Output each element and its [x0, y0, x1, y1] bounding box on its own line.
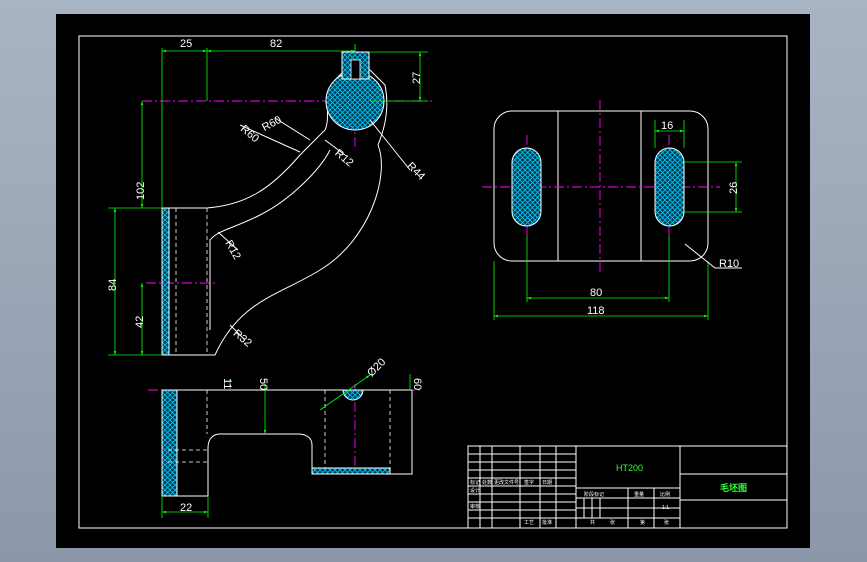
- bottom-view: [148, 374, 420, 518]
- dim-82: 82: [270, 38, 282, 50]
- dim-42: 42: [134, 316, 146, 328]
- tb-right-label-4: 张: [610, 519, 615, 526]
- tb-left-label-8: 批准: [542, 519, 552, 526]
- dim-16: 16: [661, 120, 673, 132]
- side-view: [482, 100, 742, 320]
- base-section: [161, 207, 170, 356]
- dim-60: 60: [411, 378, 423, 390]
- dim-118: 118: [587, 305, 605, 317]
- tb-left-label-7: 工艺: [524, 520, 534, 526]
- scale-value: 1:1: [662, 505, 669, 511]
- tb-right-label-1: 重量: [634, 491, 644, 498]
- front-view: [108, 44, 432, 356]
- bottom-plate-section: [311, 467, 391, 475]
- dim-11: 11: [221, 378, 233, 389]
- tb-left-label-4: 日期: [542, 480, 552, 486]
- dim-84: 84: [107, 279, 119, 291]
- dim-50: 50: [257, 378, 269, 390]
- tb-left-label-3: 签字: [524, 479, 534, 486]
- slot-left: [511, 147, 542, 227]
- dim-26: 26: [728, 182, 740, 194]
- drawing-name: 毛坯图: [720, 482, 747, 493]
- dim-102: 102: [135, 182, 147, 200]
- dim-25: 25: [180, 38, 192, 50]
- dim-22: 22: [180, 502, 192, 514]
- tb-left-label-5: 设计: [470, 487, 480, 494]
- material-label: HT200: [616, 463, 643, 473]
- tb-right-label-3: 共: [590, 519, 595, 526]
- drawing-area: [56, 14, 810, 548]
- dim-27: 27: [411, 72, 423, 84]
- tb-left-label-0: 标记: [470, 479, 480, 486]
- tb-right-label-6: 张: [664, 519, 669, 526]
- tb-left-label-2: 更改文件号: [494, 479, 519, 486]
- inner-frame: [78, 35, 788, 529]
- bottom-base-section: [161, 389, 178, 497]
- tb-left-label-1: 处数: [482, 479, 492, 486]
- tb-right-label-2: 比例: [660, 491, 670, 498]
- dim-80: 80: [590, 287, 602, 299]
- dim-r10: R10: [719, 258, 739, 270]
- tb-right-label-5: 第: [640, 519, 645, 526]
- slot-right: [654, 147, 685, 227]
- tb-right-label-0: 阶段标记: [584, 491, 604, 498]
- tb-left-label-6: 审核: [470, 503, 480, 510]
- title-block: [467, 445, 788, 529]
